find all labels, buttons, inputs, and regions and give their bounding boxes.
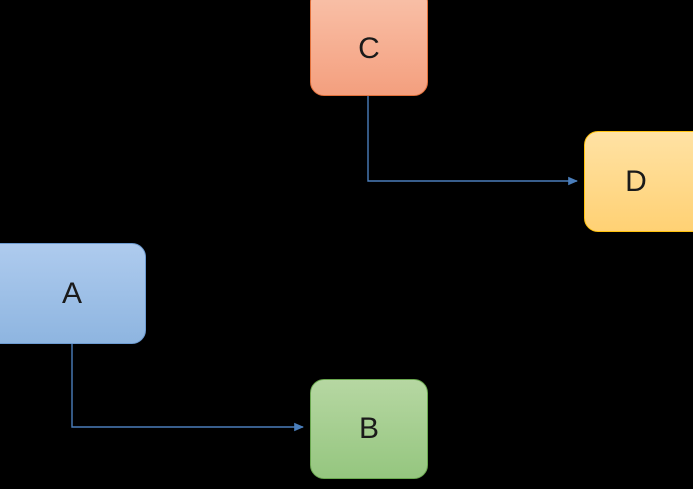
node-a-label: A [61,276,82,310]
edge-c-to-d-path [367,96,578,186]
edge-a-to-b[interactable] [71,344,304,432]
edge-a-to-b-path [71,344,304,432]
node-d-label: D [625,164,647,198]
node-d[interactable]: D [584,131,693,232]
node-a[interactable]: A [0,243,146,344]
node-b-label: B [358,412,379,445]
edge-c-to-d[interactable] [367,96,578,186]
node-c[interactable]: C [310,0,428,96]
node-c-label: C [358,32,380,65]
node-b[interactable]: B [310,379,428,479]
